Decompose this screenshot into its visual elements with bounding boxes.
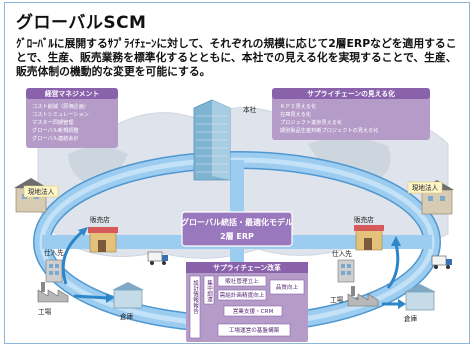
visibility-item: 在庫見える化 [280, 110, 311, 118]
page-title: グローバルSCM [16, 13, 147, 33]
management-item: グローバル連結会計 [32, 134, 79, 142]
visibility-item: プロジェクト進捗見える化 [280, 118, 342, 126]
right-factory-label: 工場 [330, 295, 344, 304]
reform-vertical-tag-1: 設計情報報告 [192, 279, 199, 315]
description-text: ｸﾞﾛｰﾊﾞﾙに展開するｻﾌﾟﾗｲﾁｪｰﾝに対して、それぞれの規模に応じて2層E… [16, 37, 457, 78]
arrow-head-icon [78, 227, 88, 236]
management-item: マスター同期管理 [32, 118, 74, 126]
left-store-label: 販売店 [90, 215, 110, 224]
scm-diagram: 経営マネジメント コスト削減（原価企画） コストシミュレーション マスター同期管… [14, 88, 454, 342]
reform-box-1: 販社管理立上 [225, 277, 259, 285]
center-box-line2: 2層 ERP [220, 232, 254, 241]
left-subsidiary-label: 現地法人 [28, 187, 55, 196]
left-warehouse-icon [112, 282, 144, 309]
management-item: グローバル新規調整 [32, 126, 79, 134]
right-flow-arrow [386, 243, 400, 289]
right-subsidiary-label: 現地法人 [412, 183, 439, 192]
supply-chain-reform-title: サプライチェーン改革 [213, 263, 281, 272]
left-factory-label: 工場 [38, 307, 52, 316]
left-supplier-icon [45, 259, 63, 283]
management-panel-title: 経営マネジメント [45, 89, 99, 98]
visibility-panel-title: サプライチェーンの見える化 [307, 89, 395, 98]
right-supplier-icon [337, 259, 355, 283]
visibility-panel: サプライチェーンの見える化 ＫＰＩ見える化 在庫見える化 プロジェクト進捗見える… [272, 88, 430, 140]
visibility-item: 期別製品生産判断プロジェクトの見える化 [280, 126, 378, 134]
right-store-icon [354, 225, 384, 251]
reform-box-4: 営業支援・CRM [233, 307, 274, 315]
hq-building-icon [193, 99, 231, 181]
right-truck-icon [431, 255, 452, 269]
left-flow-arrow [73, 294, 109, 300]
center-box-line1: グローバル統括・最適化モデル [181, 217, 293, 227]
left-store-icon [88, 227, 118, 253]
management-item: コストシミュレーション [32, 111, 89, 118]
reform-box-3: 需給計画精度向上 [220, 291, 265, 299]
reform-box-2: 品質向上 [276, 283, 299, 291]
hq-label: 本社 [243, 105, 257, 114]
left-factory-icon [37, 282, 69, 303]
left-truck-icon [147, 251, 168, 265]
right-supplier-label: 仕入先 [332, 249, 352, 258]
visibility-item: ＫＰＩ見える化 [280, 102, 316, 110]
right-warehouse-label: 倉庫 [404, 314, 418, 323]
supply-chain-reform-panel: サプライチェーン改革 設計情報報告 集中調達 販社管理立上 品質向上 需給計画精… [186, 262, 308, 342]
right-store-label: 販売店 [354, 215, 374, 224]
reform-box-5: 工場運営の基盤構築 [229, 326, 280, 334]
right-factory-icon [347, 286, 379, 307]
management-item: コスト削減（原価企画） [32, 102, 89, 110]
right-warehouse-icon [404, 284, 436, 311]
left-flow-arrow [61, 230, 83, 285]
left-supplier-label: 仕入先 [44, 248, 64, 257]
arrow-head-icon [391, 236, 401, 246]
center-erp-box: グローバル統括・最適化モデル 2層 ERP [181, 211, 293, 247]
left-warehouse-label: 倉庫 [120, 312, 134, 321]
reform-vertical-tag-2: 集中調達 [206, 279, 213, 304]
management-panel: 経営マネジメント コスト削減（原価企画） コストシミュレーション マスター同期管… [26, 88, 118, 148]
arrow-head-icon [398, 299, 406, 309]
arrow-head-icon [106, 293, 114, 303]
